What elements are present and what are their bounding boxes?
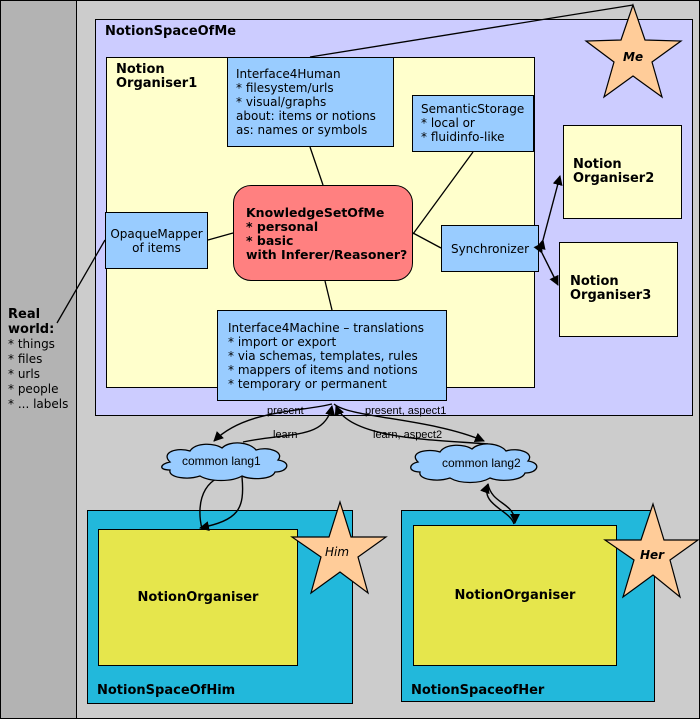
interface4human-line: about: items or notions xyxy=(236,109,376,123)
interface4machine-line: Interface4Machine – translations xyxy=(228,321,424,335)
organiser1-title: Notion Organiser1 xyxy=(116,63,197,91)
connector-sync-org3 xyxy=(533,242,559,286)
star-him-label: Him xyxy=(325,545,349,559)
knowledge-set-line: * personal xyxy=(246,219,319,234)
real-world-item: * things xyxy=(8,337,55,351)
connector-learn xyxy=(242,405,336,443)
connector-kset-machine xyxy=(324,280,333,311)
notion-organiser3[interactable]: Notion Organiser3 xyxy=(559,242,678,337)
interface4machine-line: * temporary or permanent xyxy=(228,377,387,391)
semantic-storage-box[interactable]: SemanticStorage * local or * fluidinfo-l… xyxy=(412,95,534,152)
knowledge-set-box[interactable]: KnowledgeSetOfMe * personal * basic with… xyxy=(233,185,413,281)
real-world-item: * files xyxy=(8,352,43,366)
opaque-mapper-box[interactable]: OpaqueMapper of items xyxy=(105,212,208,269)
real-world-item: * urls xyxy=(8,367,40,381)
interface4machine-line: * import or export xyxy=(228,335,337,349)
knowledge-set-line: KnowledgeSetOfMe xyxy=(246,205,385,220)
star-me-shape xyxy=(584,3,683,99)
connector-lang2-her-b xyxy=(487,483,520,524)
her-organiser-label: NotionOrganiser xyxy=(454,588,576,603)
label-present: present xyxy=(267,405,304,417)
connector-storage-kset xyxy=(412,151,474,235)
star-her-label: Her xyxy=(640,548,665,562)
cloud-common-lang1[interactable]: common lang1 xyxy=(161,442,288,482)
connector-lang2-her-a xyxy=(480,483,515,525)
star-me-label: Me xyxy=(623,50,643,64)
organiser3-title-line1: Notion xyxy=(570,274,619,289)
interface4human-box[interactable]: Interface4Human * filesystem/urls * visu… xyxy=(227,57,394,147)
real-world-item: * ... labels xyxy=(8,397,69,411)
connector-kset-sync xyxy=(412,232,442,249)
label-present-aspect1: present, aspect1 xyxy=(365,405,446,417)
real-world-item: * people xyxy=(8,382,59,396)
interface4machine-line: * mappers of items and notions xyxy=(228,363,418,377)
cloud-lang2-label: common lang2 xyxy=(442,456,521,470)
organiser1-title-line1: Notion xyxy=(116,62,165,77)
interface4human-line: * filesystem/urls xyxy=(236,81,334,95)
star-him: Him xyxy=(290,499,388,595)
connector-lang1-him-a xyxy=(199,469,243,530)
synchronizer-box[interactable]: Synchronizer xyxy=(441,225,539,272)
connector-lang1-him-b xyxy=(199,476,244,532)
cloud-lang1-label: common lang1 xyxy=(182,454,261,468)
notion-space-me-title: NotionSpaceOfMe xyxy=(105,24,237,39)
semantic-storage-line: * local or xyxy=(421,116,475,130)
interface4human-line: Interface4Human xyxy=(236,67,341,81)
him-organiser-label: NotionOrganiser xyxy=(137,590,259,605)
organiser1-title-line2: Organiser1 xyxy=(116,76,198,91)
notion-space-her-title: NotionSpaceofHer xyxy=(411,683,545,698)
real-world-text: Real world: * things * files * urls * pe… xyxy=(8,307,68,412)
organiser2-title-line1: Notion xyxy=(573,157,622,172)
interface4human-line: as: names or symbols xyxy=(236,123,368,137)
semantic-storage-line: SemanticStorage xyxy=(421,102,525,116)
cloud-common-lang2[interactable]: common lang2 xyxy=(410,443,538,484)
semantic-storage-line: * fluidinfo-like xyxy=(421,130,505,144)
real-world-panel xyxy=(0,0,77,719)
interface4human-line: * visual/graphs xyxy=(236,95,327,109)
him-notion-organiser[interactable]: NotionOrganiser xyxy=(98,529,298,666)
organiser3-title-line2: Organiser3 xyxy=(570,288,652,303)
label-learn: learn xyxy=(273,429,297,441)
real-world-connector xyxy=(56,239,106,324)
her-notion-organiser[interactable]: NotionOrganiser xyxy=(413,525,617,666)
real-world-title-1: Real xyxy=(8,307,41,322)
me-star-connector xyxy=(309,4,634,58)
notion-organiser2[interactable]: Notion Organiser2 xyxy=(563,125,682,219)
opaque-mapper-line: OpaqueMapper xyxy=(110,227,203,241)
interface4machine-line: * via schemas, templates, rules xyxy=(228,349,418,363)
connector-learn-aspect2 xyxy=(334,405,489,445)
knowledge-set-line: * basic xyxy=(246,233,294,248)
notion-space-him-title: NotionSpaceOfHim xyxy=(97,683,236,698)
connector-mapper-kset xyxy=(207,232,234,241)
real-world-title-2: world: xyxy=(8,322,55,337)
interface4machine-box[interactable]: Interface4Machine – translations * impor… xyxy=(217,310,447,401)
star-me: Me xyxy=(584,3,683,99)
knowledge-set-line: with Inferer/Reasoner? xyxy=(246,247,408,262)
star-him-shape xyxy=(290,499,388,595)
label-learn-aspect2: learn, aspect2 xyxy=(373,429,442,441)
organiser2-title-line2: Organiser2 xyxy=(573,171,655,186)
star-her: Her xyxy=(603,502,700,599)
connector-present xyxy=(213,403,333,442)
star-her-shape xyxy=(603,502,700,599)
connector-sync-org2 xyxy=(535,175,563,250)
synchronizer-label: Synchronizer xyxy=(450,241,530,256)
opaque-mapper-line: of items xyxy=(132,241,181,255)
connector-human-kset xyxy=(309,146,324,186)
